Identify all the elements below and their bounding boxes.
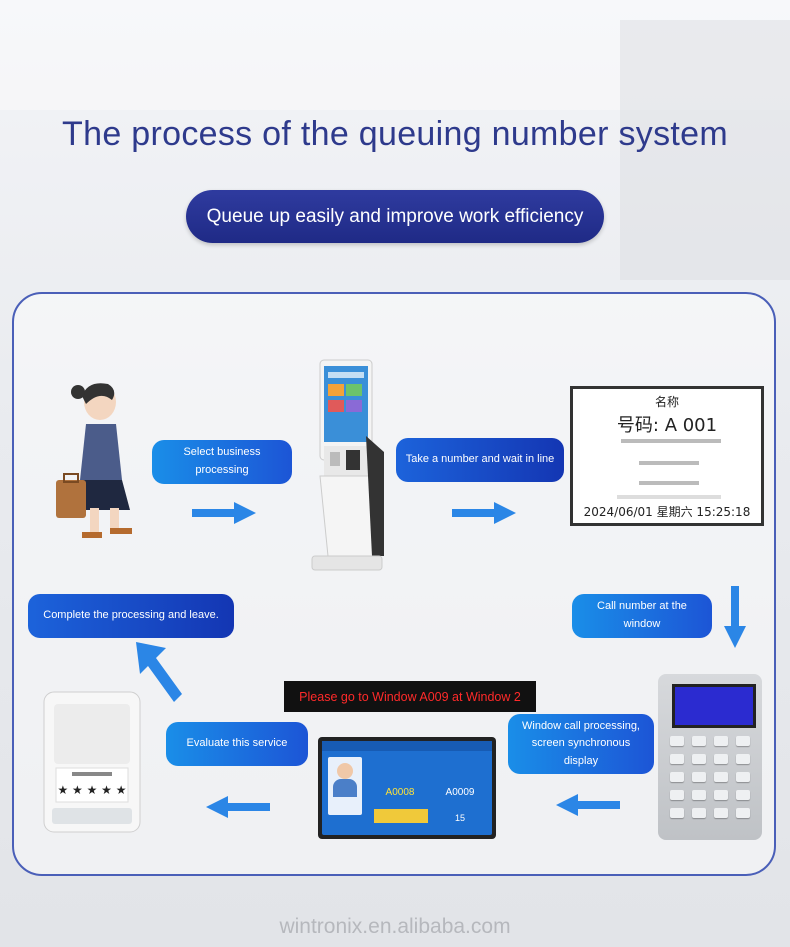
keypad-key [736, 772, 750, 782]
caller-keypad [658, 674, 762, 840]
call-display-screen: A0008 A0009 15 [318, 737, 496, 839]
background-pillar [620, 20, 790, 280]
footer-url: wintronix.en.alibaba.com [279, 915, 511, 938]
step-window-processing: Window call processing, screen synchrono… [508, 714, 654, 774]
ticket-number: 号码: A 001 [616, 415, 718, 436]
keypad-key [714, 790, 728, 800]
ticket-line [617, 495, 721, 499]
display-content: A0008 A0009 15 [322, 741, 492, 835]
display-status-box [374, 809, 428, 823]
step-select-business: Select business processing [152, 440, 292, 484]
keypad-key [736, 790, 750, 800]
ticket-line [639, 481, 699, 485]
keypad-lcd [672, 684, 756, 728]
step-complete: Complete the processing and leave. [28, 594, 234, 638]
step-call-number-label: Call number at the window [597, 600, 687, 630]
step-window-line1: Window call processing, [522, 719, 640, 732]
keypad-key [670, 772, 684, 782]
subtitle-badge: Queue up easily and improve work efficie… [186, 190, 604, 243]
keypad-key [736, 754, 750, 764]
walking-person-icon [56, 383, 132, 538]
staff-avatar [328, 757, 362, 815]
evaluator-device-icon: ★ ★ ★ ★ ★ [43, 691, 141, 833]
display-header-bar [322, 741, 492, 751]
arrow-right-icon [452, 502, 516, 524]
svg-text:★ ★ ★ ★ ★: ★ ★ ★ ★ ★ [57, 783, 126, 797]
ticket-header: 名称 [654, 395, 679, 409]
step-take-number: Take a number and wait in line [396, 438, 564, 482]
arrow-left-icon [556, 794, 620, 816]
keypad-key [714, 754, 728, 764]
keypad-key [692, 808, 706, 818]
arrow-down-icon [724, 586, 746, 648]
avatar-body [333, 779, 357, 797]
keypad-key [692, 772, 706, 782]
avatar-face [337, 763, 353, 779]
queue-ticket: 名称 号码: A 001 2024/06/01 星期六 15:25:18 [570, 386, 764, 526]
step-call-number: Call number at the window [572, 594, 712, 638]
ticket-line [639, 461, 699, 465]
display-next-number: A0009 [445, 787, 475, 798]
ticket-line [621, 439, 721, 443]
page-title: The process of the queuing number system [62, 115, 728, 153]
arrow-left-icon [206, 796, 270, 818]
step-window-line2: screen synchronous display [531, 737, 631, 767]
step-evaluate: Evaluate this service [166, 722, 308, 766]
keypad-key [670, 790, 684, 800]
keypad-key [692, 754, 706, 764]
keypad-key [692, 790, 706, 800]
keypad-key [714, 736, 728, 746]
ticket-date: 2024/06/01 星期六 15:25:18 [583, 505, 751, 519]
keypad-key [736, 736, 750, 746]
display-current-number: A0008 [385, 787, 415, 798]
keypad-key [670, 808, 684, 818]
keypad-key [736, 808, 750, 818]
window-notice: Please go to Window A009 at Window 2 [284, 681, 536, 712]
keypad-key [714, 772, 728, 782]
keypad-key [670, 754, 684, 764]
arrow-up-left-icon [136, 642, 182, 702]
keypad-key [714, 808, 728, 818]
keypad-key [670, 736, 684, 746]
arrow-right-icon [192, 502, 256, 524]
kiosk-icon [311, 359, 384, 571]
display-count: 15 [454, 813, 465, 823]
keypad-key [692, 736, 706, 746]
